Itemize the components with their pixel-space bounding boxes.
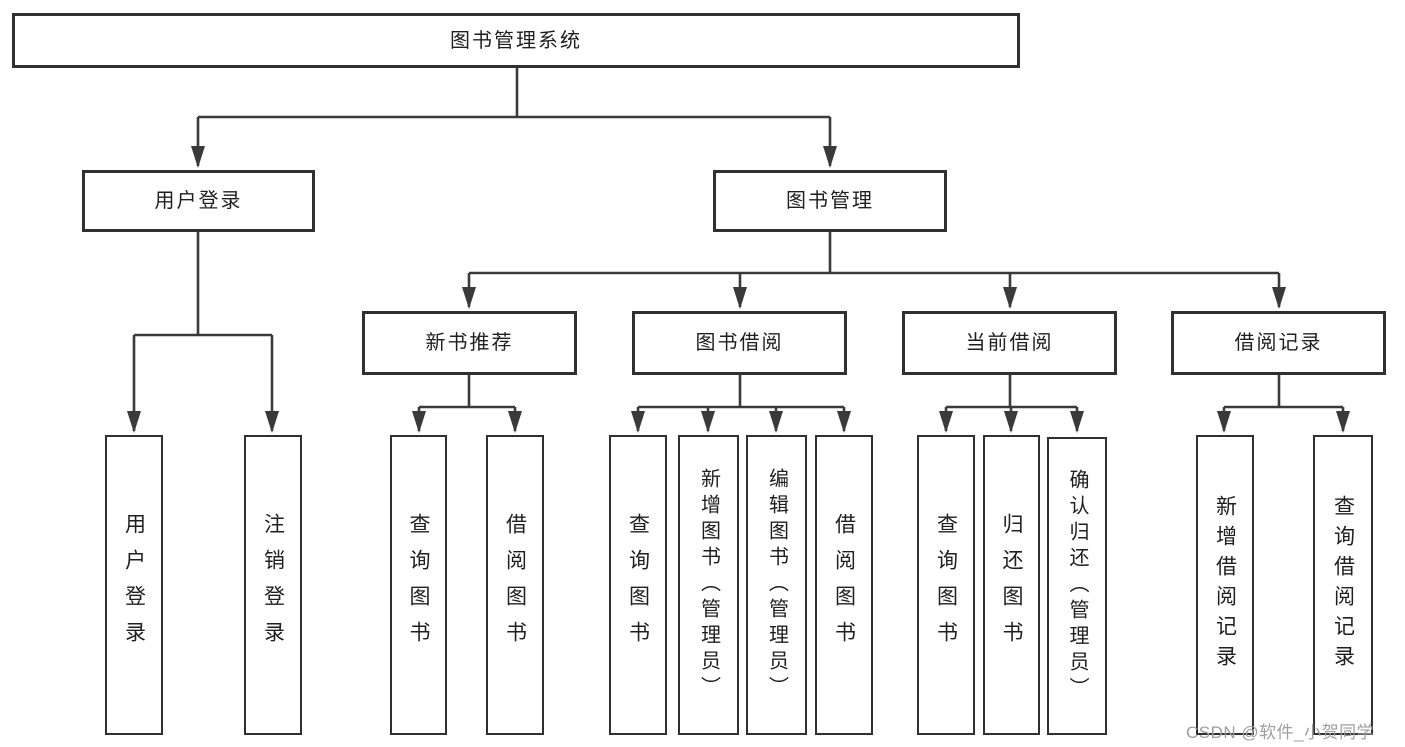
node-book-borrowing: 图书借阅 — [632, 311, 847, 375]
leaf-user-login: 用户登录 — [105, 435, 163, 735]
leaf-label: 借阅图书 — [832, 513, 856, 657]
node-user-login-branch: 用户登录 — [82, 170, 315, 232]
leaf-borrow-query-books: 查询图书 — [609, 435, 667, 735]
leaf-rec-borrow-books: 借阅图书 — [486, 435, 544, 735]
leaf-borrow-borrow-books: 借阅图书 — [815, 435, 873, 735]
csdn-watermark: CSDN @软件_小贺同学 — [1186, 723, 1375, 742]
node-label: 图书管理系统 — [450, 29, 582, 52]
node-label: 当前借阅 — [965, 332, 1054, 354]
node-book-management: 图书管理 — [713, 170, 947, 232]
leaf-label: 新增借阅记录 — [1213, 495, 1237, 675]
leaf-records-query-record: 查询借阅记录 — [1313, 435, 1373, 735]
leaf-label: 注销登录 — [261, 513, 285, 657]
leaf-label: 新增图书（管理员） — [697, 468, 720, 702]
node-label: 新书推荐 — [425, 332, 514, 354]
node-label: 图书借阅 — [695, 332, 784, 354]
leaf-logout: 注销登录 — [244, 435, 302, 735]
leaf-current-confirm-return-admin: 确认归还（管理员） — [1047, 437, 1107, 735]
node-new-book-recommendation: 新书推荐 — [362, 311, 577, 375]
leaf-label: 借阅图书 — [503, 513, 527, 657]
leaf-borrow-add-books-admin: 新增图书（管理员） — [678, 435, 739, 735]
node-borrowing-records: 借阅记录 — [1171, 311, 1386, 375]
leaf-label: 查询图书 — [626, 513, 650, 657]
node-label: 借阅记录 — [1234, 332, 1323, 354]
leaf-label: 确认归还（管理员） — [1066, 469, 1088, 703]
leaf-rec-query-books: 查询图书 — [390, 435, 447, 735]
leaf-label: 用户登录 — [122, 513, 146, 657]
node-root-system: 图书管理系统 — [12, 13, 1020, 68]
node-current-borrowing: 当前借阅 — [902, 311, 1117, 375]
leaf-current-query-books: 查询图书 — [917, 435, 975, 735]
leaf-label: 编辑图书（管理员） — [765, 468, 788, 702]
node-label: 图书管理 — [786, 190, 874, 212]
leaf-label: 查询借阅记录 — [1331, 495, 1355, 675]
leaf-label: 查询图书 — [407, 513, 430, 657]
node-label: 用户登录 — [154, 190, 243, 212]
leaf-current-return-books: 归还图书 — [983, 435, 1040, 735]
leaf-borrow-edit-books-admin: 编辑图书（管理员） — [746, 435, 807, 735]
leaf-label: 查询图书 — [934, 513, 958, 657]
leaf-label: 归还图书 — [1000, 513, 1023, 657]
leaf-records-add-record: 新增借阅记录 — [1196, 435, 1254, 735]
